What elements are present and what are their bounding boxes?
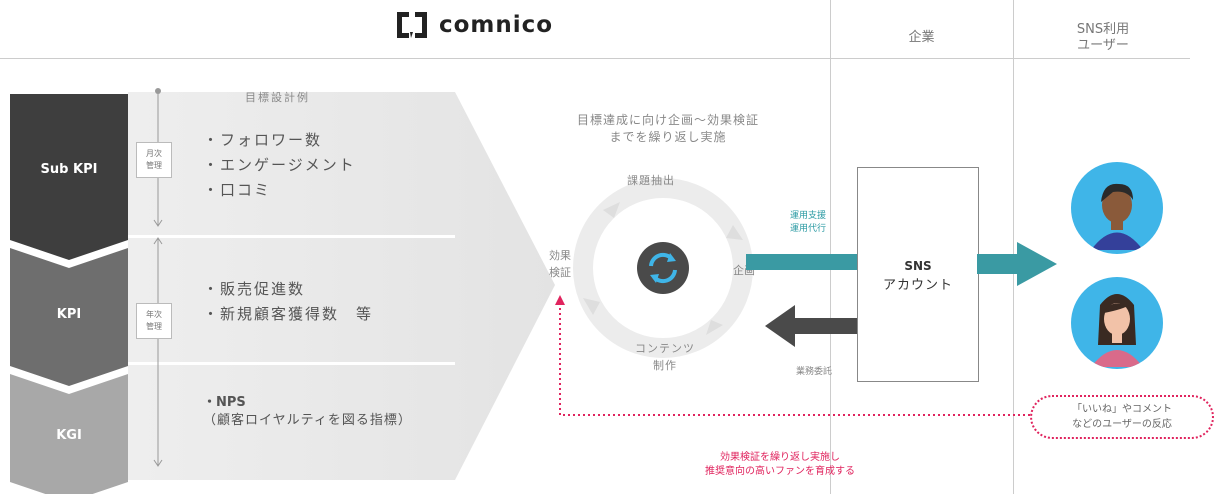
cycle-step-issue: 課題抽出 [627, 174, 675, 187]
feedback-loop-line2: 推奨意向の高いファンを育成する [705, 466, 855, 477]
yearly-badge-line1: 年次 [146, 310, 162, 319]
list-item: ・新規顧客獲得数 等 [203, 305, 374, 323]
monthly-badge-line1: 月次 [146, 149, 162, 158]
sns-account-label: SNS アカウント [858, 256, 978, 296]
column-users-title: SNS利用 ユーザー [1013, 22, 1193, 54]
logo: comnico [395, 10, 553, 40]
kgi-list: ・NPS （顧客ロイヤルティを図る指標） [203, 394, 412, 430]
female-user-avatar-icon [1071, 277, 1163, 369]
feedback-loop-arrow [555, 295, 1030, 416]
operation-support-label: 運用支援 運用代行 [790, 210, 826, 236]
operation-support-line1: 運用支援 [790, 211, 827, 221]
comnico-logo-icon [397, 12, 427, 38]
list-item: ・エンゲージメント [203, 156, 356, 174]
sns-account-box: SNS アカウント [857, 167, 979, 382]
list-item: ・口コミ [203, 181, 272, 199]
refresh-icon [637, 242, 689, 294]
column-divider-users [1013, 0, 1014, 494]
header-divider [0, 58, 1190, 59]
column-company-title: 企業 [908, 30, 935, 45]
logo-text: comnico [439, 12, 554, 38]
male-user-avatar-icon [1071, 162, 1163, 254]
business-outsourcing-arrow [765, 305, 860, 347]
cycle-step-content: コンテンツ 制作 [615, 340, 715, 374]
feedback-loop-label: 効果検証を繰り返し実施し 推奨意向の高いファンを育成する [640, 451, 920, 479]
monthly-badge-line2: 管理 [146, 161, 162, 170]
sns-account-label-line1: SNS [904, 259, 932, 273]
cycle-step-verify-line1: 効果 [549, 249, 571, 262]
monthly-management-badge: 月次 管理 [136, 142, 172, 178]
list-item: ・販売促進数 [203, 280, 306, 298]
goal-example-title: 目標設計例 [245, 91, 310, 104]
list-item: ・フォロワー数 [203, 131, 323, 149]
cycle-caption: 目標達成に向け企画〜効果検証 までを繰り返し実施 [548, 112, 788, 146]
yearly-management-badge: 年次 管理 [136, 303, 172, 339]
band-label-kpi: KPI [56, 307, 82, 322]
cycle-caption-line2: までを繰り返し実施 [609, 130, 727, 144]
kpi-list: ・販売促進数 ・新規顧客獲得数 等 [203, 277, 373, 327]
cycle-step-content-line2: 制作 [653, 359, 677, 372]
to-users-arrow [977, 242, 1057, 286]
list-item: （顧客ロイヤルティを図る指標） [203, 413, 412, 428]
user-reaction-bubble: 「いいね」やコメント などのユーザーの反応 [1030, 395, 1214, 439]
yearly-badge-line2: 管理 [146, 322, 162, 331]
cycle-step-content-line1: コンテンツ [635, 342, 695, 355]
goal-funnel-shape [10, 92, 555, 494]
band-label-kgi: KGI [56, 428, 82, 443]
business-outsourcing-label: 業務委託 [796, 367, 833, 377]
sns-account-label-line2: アカウント [882, 278, 953, 293]
feedback-loop-line1: 効果検証を繰り返し実施し [720, 452, 840, 463]
operation-support-line2: 運用代行 [790, 224, 827, 234]
user-reaction-line2: などのユーザーの反応 [1072, 419, 1172, 430]
band-label-sub-kpi: Sub KPI [40, 162, 98, 177]
sub-kpi-list: ・フォロワー数 ・エンゲージメント ・口コミ [203, 128, 356, 203]
cycle-caption-line1: 目標達成に向け企画〜効果検証 [576, 113, 759, 127]
operation-arrow [746, 254, 858, 270]
list-item: ・NPS [203, 395, 246, 410]
column-divider-company [830, 0, 831, 494]
cycle-step-verify-line2: 検証 [549, 266, 571, 279]
cycle-step-verify: 効果 検証 [549, 247, 571, 281]
user-reaction-line1: 「いいね」やコメント [1072, 404, 1172, 415]
column-users-title-line2: ユーザー [1077, 38, 1129, 53]
column-users-title-line1: SNS利用 [1076, 22, 1130, 37]
